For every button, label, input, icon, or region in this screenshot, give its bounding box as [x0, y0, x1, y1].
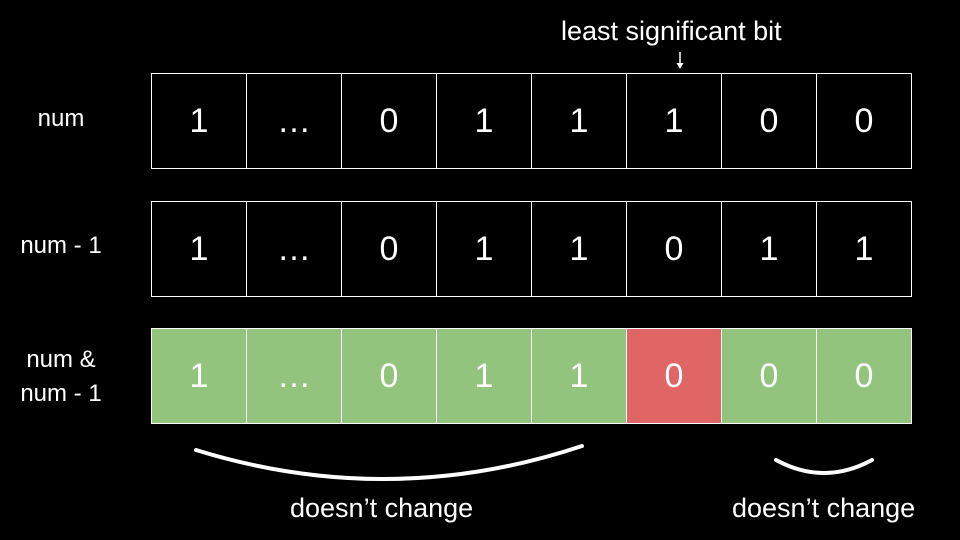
- row-label-line: num &: [26, 346, 96, 373]
- bit-cell: 1: [626, 73, 722, 169]
- bit-cell: 1: [721, 201, 817, 297]
- brace-label-right: doesn’t change: [732, 493, 916, 523]
- bit-cell: …: [246, 201, 342, 297]
- bit-cell: 1: [531, 73, 627, 169]
- row-label-num-and-num-minus-1: num & num - 1: [0, 343, 122, 411]
- row-label-num: num: [0, 102, 122, 136]
- row-label-line: num: [37, 105, 85, 132]
- lsb-arrow-head: [676, 63, 684, 69]
- bit-cell: 1: [531, 201, 627, 297]
- row-label-line: num - 1: [20, 380, 102, 407]
- left-brace: [194, 444, 584, 481]
- bit-cell: 1: [151, 328, 247, 424]
- bit-cell: 1: [151, 201, 247, 297]
- bit-cell: 0: [341, 73, 437, 169]
- bit-cell: 1: [436, 73, 532, 169]
- bit-cell: 0: [721, 73, 817, 169]
- bit-cell: …: [246, 328, 342, 424]
- brace-label-left: doesn’t change: [290, 493, 474, 523]
- right-brace: [774, 458, 874, 475]
- bit-cell: 0: [626, 328, 722, 424]
- bit-cell: 0: [341, 201, 437, 297]
- bit-cell: 1: [816, 201, 912, 297]
- bit-cell: 1: [436, 201, 532, 297]
- row-label-line: num - 1: [20, 232, 102, 259]
- row-label-num-minus-1: num - 1: [0, 229, 122, 263]
- bit-cell: …: [246, 73, 342, 169]
- bit-cell: 1: [151, 73, 247, 169]
- bit-cell: 1: [436, 328, 532, 424]
- bit-cell: 0: [721, 328, 817, 424]
- lsb-label: least significant bit: [561, 16, 782, 46]
- bit-cell: 0: [341, 328, 437, 424]
- bit-cell: 0: [626, 201, 722, 297]
- bit-cell: 0: [816, 328, 912, 424]
- bit-cell: 1: [531, 328, 627, 424]
- bit-cell: 0: [816, 73, 912, 169]
